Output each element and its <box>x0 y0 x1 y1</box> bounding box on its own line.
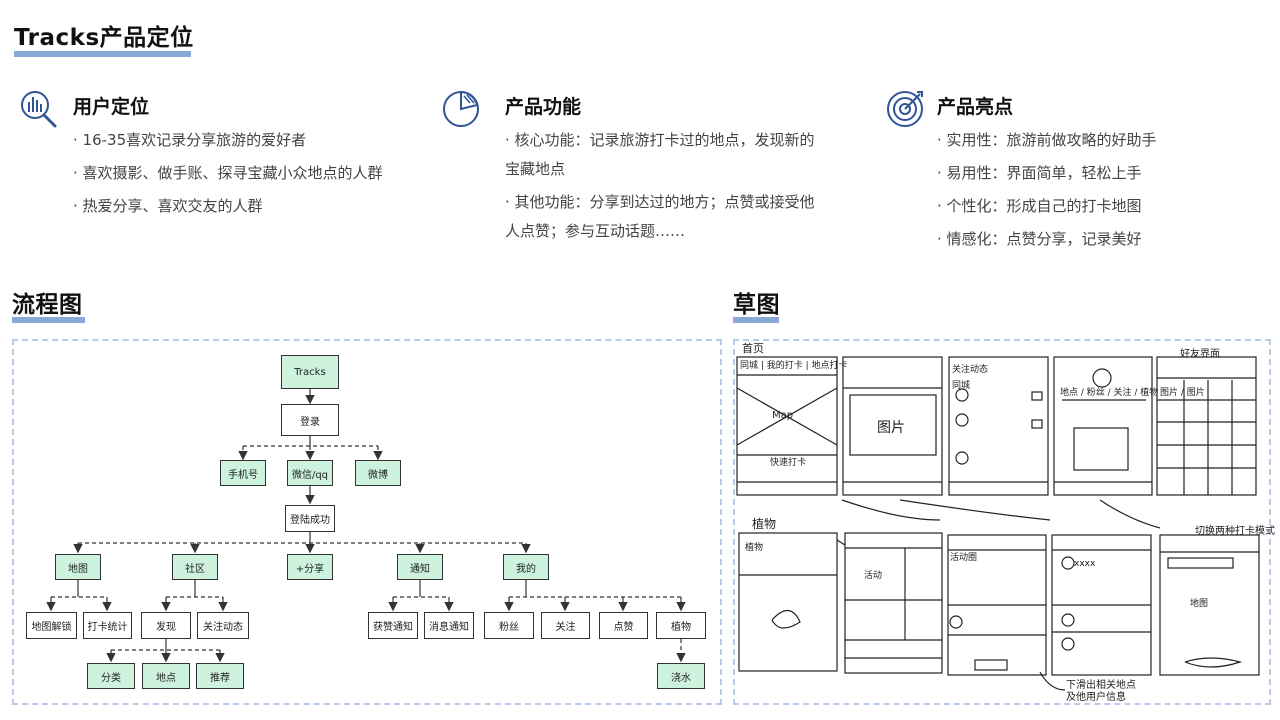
sketch-heading: 草图 <box>733 292 780 318</box>
sketch-label-switch-mode: 切换两种打卡模式 <box>1195 526 1275 537</box>
sketch-note-line2: 及他用户信息 <box>1066 692 1126 703</box>
highlight-item: · 易用性：界面简单，轻松上手 <box>937 164 1142 182</box>
place-node: 地点 <box>142 663 190 689</box>
section-map-node: 地图 <box>55 554 101 580</box>
function-item: 人点赞；参与互动话题…… <box>505 222 686 240</box>
sketch-map-label: Map <box>772 410 793 421</box>
sketch-picture-label: 图片 <box>877 420 905 436</box>
sketch-quick-checkin: 快速打卡 <box>770 456 806 468</box>
title-underline <box>14 51 191 57</box>
map-unlock-node: 地图解锁 <box>26 612 77 639</box>
login-success-node: 登陆成功 <box>285 505 335 532</box>
following-node: 关注 <box>541 612 590 639</box>
highlight-item: · 情感化：点赞分享，记录美好 <box>937 230 1142 248</box>
category-node: 分类 <box>87 663 135 689</box>
highlight-item: · 个性化：形成自己的打卡地图 <box>937 197 1142 215</box>
method-phone-node: 手机号 <box>220 460 266 486</box>
fans-node: 粉丝 <box>484 612 534 639</box>
sketch-user-entry: xxxx <box>1074 559 1096 569</box>
product-highlights-title: 产品亮点 <box>937 96 1014 118</box>
sketch-same-city: 同城 <box>952 380 970 391</box>
message-notify-node: 消息通知 <box>424 612 474 639</box>
target-icon <box>887 91 923 127</box>
likes-node: 点赞 <box>599 612 648 639</box>
like-notify-node: 获赞通知 <box>368 612 418 639</box>
user-item: · 热爱分享、喜欢交友的人群 <box>73 197 263 215</box>
highlight-item: · 实用性：旅游前做攻略的好助手 <box>937 131 1157 149</box>
function-item: 宝藏地点 <box>505 160 566 178</box>
sketch-follow-feed: 关注动态 <box>952 363 988 375</box>
method-weibo-node: 微博 <box>355 460 401 486</box>
function-item: · 核心功能：记录旅游打卡过的地点，发现新的 <box>505 131 815 149</box>
sketch-profile-stats: 地点 / 粉丝 / 关注 / 植物 <box>1060 386 1158 398</box>
tracks-node: Tracks <box>281 355 339 389</box>
product-function-title: 产品功能 <box>505 96 582 118</box>
recommend-node: 推荐 <box>196 663 244 689</box>
user-item: · 16-35喜欢记录分享旅游的爱好者 <box>73 131 307 149</box>
user-positioning-title: 用户定位 <box>73 96 150 118</box>
sketch-home-tabs: 同城 | 我的打卡 | 地点打卡 <box>740 359 848 371</box>
sketch-activity-label: 活动 <box>864 569 882 581</box>
pie-chart-icon <box>443 90 479 127</box>
page-title: Tracks产品定位 <box>14 25 194 51</box>
flowchart-panel <box>12 339 722 705</box>
sketch-label-plant: 植物 <box>752 517 777 531</box>
user-item: · 喜欢摄影、做手账、探寻宝藏小众地点的人群 <box>73 164 383 182</box>
method-wechat-node: 微信/qq <box>287 460 333 486</box>
login-node: 登录 <box>281 404 339 436</box>
function-item: · 其他功能：分享到达过的地方；点赞或接受他 <box>505 193 815 211</box>
plant-node: 植物 <box>656 612 706 639</box>
water-node: 浇水 <box>657 663 705 689</box>
flowchart-heading: 流程图 <box>12 292 83 318</box>
flowchart-underline <box>12 317 85 323</box>
sketch-plant-screen: 植物 <box>745 541 763 553</box>
section-community-node: 社区 <box>172 554 218 580</box>
chart-magnifier-icon <box>21 91 57 128</box>
checkin-stats-node: 打卡统计 <box>83 612 132 639</box>
follow-feed-node: 关注动态 <box>197 612 249 639</box>
sketch-activity-circle: 活动圈 <box>950 551 977 563</box>
section-mine-node: 我的 <box>503 554 549 580</box>
sketch-label-friend: 好友界面 <box>1180 349 1220 360</box>
section-notify-node: 通知 <box>397 554 443 580</box>
sketch-album-row: 图片 / 图片 <box>1160 386 1205 398</box>
sketch-map-unlock: 地图 <box>1190 597 1208 609</box>
sketch-underline <box>733 317 779 323</box>
sketch-panel <box>733 339 1271 705</box>
section-share-node: +分享 <box>287 554 333 580</box>
sketch-note-line1: 下滑出相关地点 <box>1066 680 1136 691</box>
sketch-label-home: 首页 <box>742 342 764 355</box>
discover-node: 发现 <box>141 612 191 639</box>
